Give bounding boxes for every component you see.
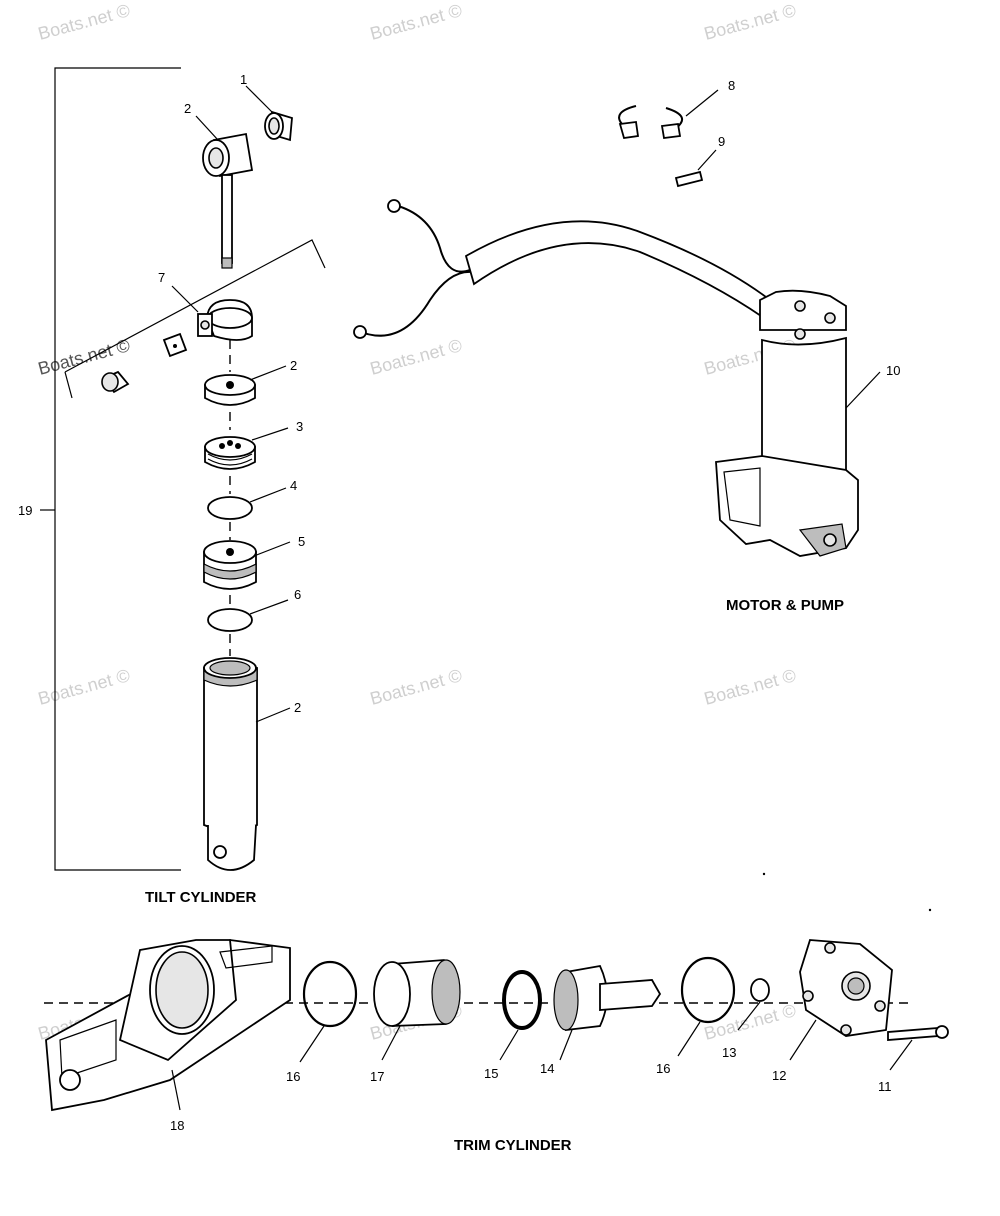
piston-part-5 (203, 540, 257, 590)
end-cap-part-2 (204, 374, 256, 406)
callout-7: 7 (158, 270, 165, 285)
watermark: Boats.net © (368, 0, 464, 44)
end-cap-part-12 (799, 939, 893, 1037)
watermarks: Boats.net © Boats.net © Boats.net © Boat… (36, 0, 798, 1044)
callout-8: 8 (728, 78, 735, 93)
o-ring-part-4 (207, 496, 253, 520)
watermark: Boats.net © (368, 335, 464, 379)
watermark: Boats.net © (368, 665, 464, 709)
tilt-cylinder-assembly: 19 1 2 (18, 67, 326, 906)
watermark: Boats.net © (702, 0, 798, 44)
callout-16a: 16 (286, 1069, 300, 1084)
assembly-bracket (54, 67, 181, 871)
o-ring-part-6 (207, 608, 253, 632)
trim-cylinder-assembly: 18 16 17 15 14 16 13 (44, 939, 949, 1154)
callout-3: 3 (296, 419, 303, 434)
callout-9: 9 (718, 134, 725, 149)
ring-part-15 (502, 970, 542, 1030)
cylinder-body-part-2 (203, 657, 258, 871)
callout-2c: 2 (294, 700, 301, 715)
motor-pump-assembly: 8 9 10 MOTOR & PUMP (353, 78, 900, 614)
callout-13: 13 (722, 1045, 736, 1060)
connector-part-8 (618, 105, 684, 140)
o-ring-part-16b (680, 956, 736, 1024)
callout-19: 19 (18, 503, 32, 518)
callout-2b: 2 (290, 358, 297, 373)
callout-18: 18 (170, 1118, 184, 1133)
watermark: Boats.net © (36, 665, 132, 709)
callout-5: 5 (298, 534, 305, 549)
clamp-part-7 (101, 299, 253, 394)
piston-part-3 (204, 436, 256, 470)
watermark: Boats.net © (702, 665, 798, 709)
o-ring-part-16a (302, 960, 358, 1028)
watermark: Boats.net © (702, 1000, 798, 1044)
cut-plane (64, 239, 326, 373)
callout-6: 6 (294, 587, 301, 602)
bolt-part-11 (887, 1025, 949, 1041)
trim-cylinder-label: TRIM CYLINDER (454, 1137, 572, 1154)
callout-10: 10 (886, 363, 900, 378)
callout-4: 4 (290, 478, 297, 493)
callout-1: 1 (240, 72, 247, 87)
callout-12: 12 (772, 1068, 786, 1083)
motor-leads (353, 199, 772, 339)
callout-17: 17 (370, 1069, 384, 1084)
callout-16b: 16 (656, 1061, 670, 1076)
callout-14: 14 (540, 1061, 554, 1076)
callout-2a: 2 (184, 101, 191, 116)
bushing-part-1 (264, 110, 293, 142)
tilt-cylinder-label: TILT CYLINDER (145, 889, 257, 906)
callout-15: 15 (484, 1066, 498, 1081)
seal-part-13 (750, 978, 770, 1002)
motor-pump-label: MOTOR & PUMP (726, 597, 844, 614)
sleeve-part-17 (373, 959, 461, 1027)
piston-rod-part-14 (553, 964, 662, 1032)
callout-11: 11 (878, 1079, 892, 1094)
watermark: Boats.net © (36, 0, 132, 44)
motor-body-part-10 (715, 289, 859, 557)
screw-part-9 (674, 170, 704, 188)
trim-housing-part-18 (45, 939, 291, 1112)
rod-end-part-2 (202, 132, 254, 269)
